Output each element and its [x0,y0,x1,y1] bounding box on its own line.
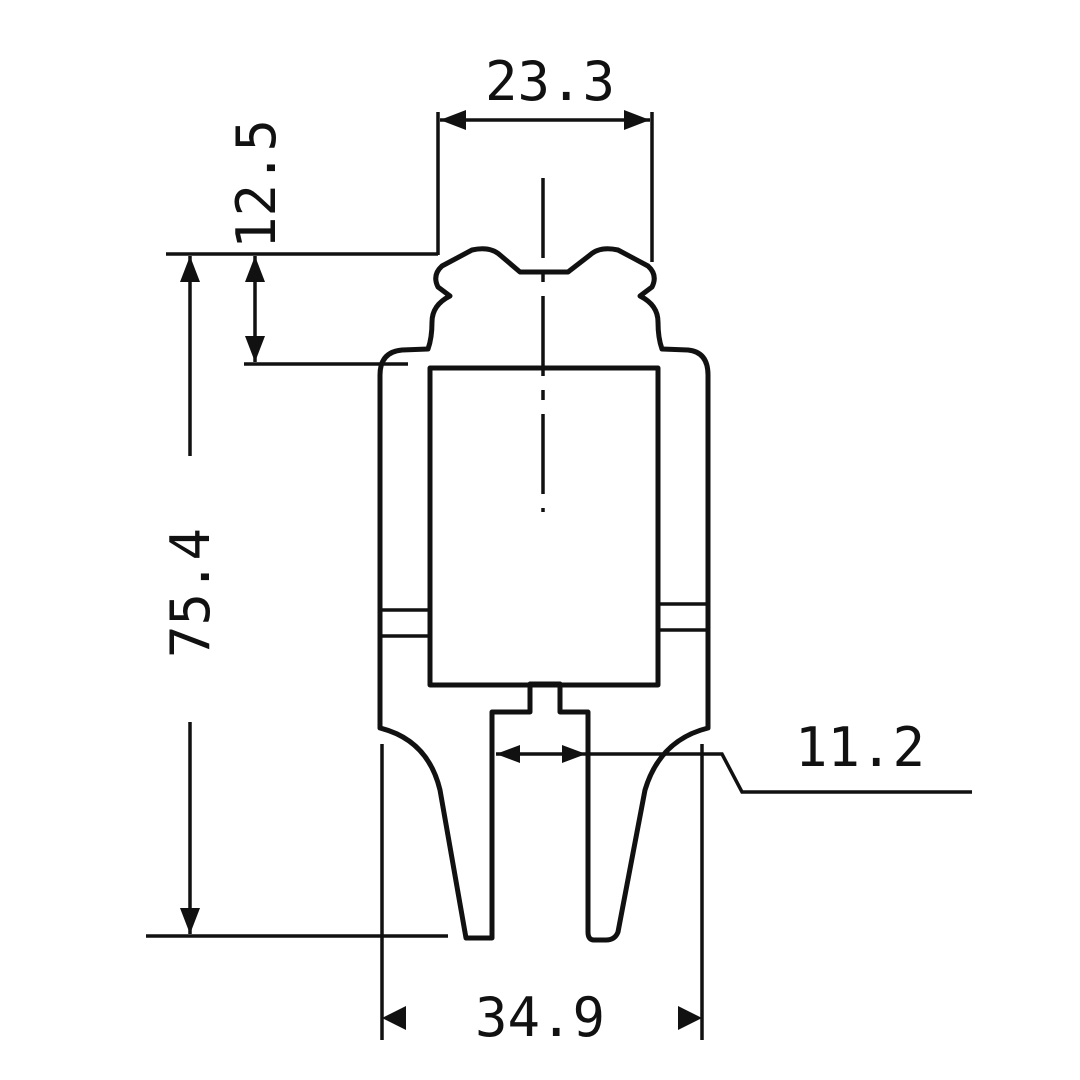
arrowhead [562,745,586,763]
dimension-label-top-height: 12.5 [225,119,288,249]
arrowhead [624,110,650,130]
arrowhead [440,110,466,130]
dimension-label-slot-width: 11.2 [795,716,925,779]
dimension-label-bottom-width: 34.9 [475,986,605,1049]
inner-cavity [427,365,661,688]
leader-line [586,752,972,794]
arrowhead [180,908,200,934]
dimension-label-top-width: 23.3 [485,50,615,113]
arrowhead [382,1006,406,1030]
dimension-label-overall-height: 75.4 [159,528,222,658]
arrowhead [678,1006,702,1030]
arrowhead [245,256,265,282]
arrowhead [245,336,265,362]
profile-outline [377,246,711,943]
arrowhead [180,256,200,282]
arrowhead [496,745,520,763]
